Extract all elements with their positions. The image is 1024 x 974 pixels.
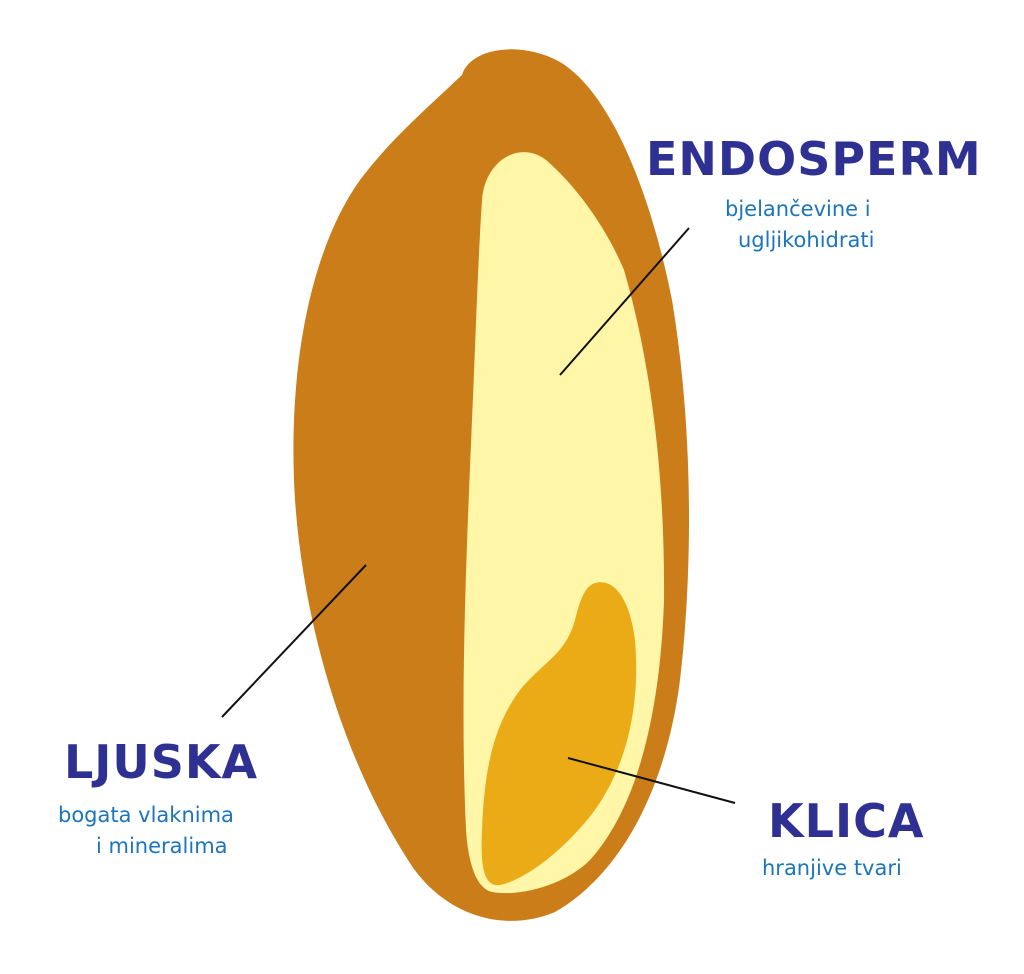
ljuska-subtitle-line1: bogata vlaknima [58, 803, 234, 827]
germ-shape [481, 582, 637, 886]
endosperm-leader-line [559, 227, 690, 376]
ljuska-subtitle-line2: i mineralima [96, 834, 228, 858]
klica-subtitle: hranjive tvari [762, 856, 902, 880]
endosperm-subtitle-line1: bjelančevine i [725, 197, 871, 221]
ljuska-leader-line [221, 564, 367, 718]
endosperm-subtitle-line2: ugljikohidrati [738, 228, 875, 252]
klica-title: KLICA [768, 794, 925, 848]
klica-leader-line [567, 757, 736, 804]
endosperm-title: ENDOSPERM [646, 132, 982, 186]
ljuska-title: LJUSKA [64, 735, 259, 789]
